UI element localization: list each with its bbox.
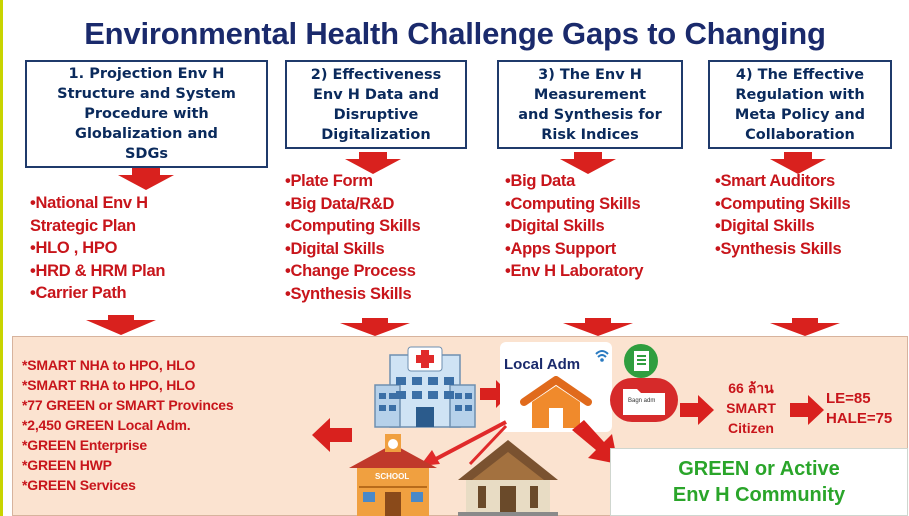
house-icon xyxy=(520,376,592,428)
list-item: *GREEN Enterprise xyxy=(22,437,147,453)
school-label: SCHOOL xyxy=(375,472,410,481)
left-arrow-icon xyxy=(312,418,352,456)
outcome-line: HALE=75 xyxy=(826,410,893,427)
heading-line: and Synthesis for xyxy=(518,106,662,123)
green-line: GREEN or Active xyxy=(678,458,840,480)
list-item: *GREEN HWP xyxy=(22,457,112,473)
green-community-box: GREEN or Active Env H Community xyxy=(610,448,908,516)
heading-line: Regulation with xyxy=(735,86,865,103)
left-accent-bar xyxy=(0,0,3,516)
column-1-heading: 1. Projection Env H Structure and System… xyxy=(25,60,268,168)
down-arrow-icon xyxy=(86,315,156,335)
list-item: •Computing Skills xyxy=(285,217,421,236)
green-line: Env H Community xyxy=(672,484,846,506)
heading-line: Globalization and xyxy=(75,126,218,142)
list-item: •Smart Auditors xyxy=(715,172,835,190)
diagram-title: Environmental Health Challenge Gaps to C… xyxy=(84,16,826,51)
down-arrow-icon xyxy=(770,152,826,174)
down-right-arrow-icon xyxy=(572,420,622,470)
heading-line: Env H Data and xyxy=(313,86,439,103)
column-4-heading: 4) The Effective Regulation with Meta Po… xyxy=(708,60,892,149)
citizen-label: 66 ล้าน SMART Citizen xyxy=(716,378,786,438)
list-item: •HLO , HPO xyxy=(30,239,118,258)
temple-icon xyxy=(448,436,568,516)
citizen-line: SMART xyxy=(726,400,776,416)
document-icon xyxy=(624,344,658,378)
list-item: *GREEN Services xyxy=(22,477,136,493)
list-item: •Plate Form xyxy=(285,172,373,190)
school-icon: SCHOOL xyxy=(345,432,441,516)
list-item: •Apps Support xyxy=(505,239,616,258)
heading-line: SDGs xyxy=(124,146,168,162)
down-arrow-icon xyxy=(340,318,410,336)
outcome-label: LE=85 HALE=75 xyxy=(826,389,892,429)
list-item: •Synthesis Skills xyxy=(715,239,842,258)
down-arrow-icon xyxy=(118,168,174,190)
citizen-line: 66 ล้าน xyxy=(728,380,774,396)
citizen-line: Citizen xyxy=(728,420,774,436)
down-arrow-icon xyxy=(770,318,840,336)
local-adm-card: Local Adm xyxy=(500,342,612,432)
column-4-items: •Smart Auditors •Computing Skills •Digit… xyxy=(715,170,851,260)
list-item: Strategic Plan xyxy=(30,216,136,235)
heading-line: Disruptive xyxy=(333,106,419,123)
heading-line: Digitalization xyxy=(321,126,431,143)
folder-icon: Bagn adm xyxy=(610,378,678,422)
list-item: •Digital Skills xyxy=(285,239,385,258)
column-3-items: •Big Data •Computing Skills •Digital Ski… xyxy=(505,170,644,283)
heading-line: 1. Projection Env H xyxy=(68,66,225,82)
local-adm-label: Local Adm xyxy=(504,356,581,373)
list-item: •Digital Skills xyxy=(505,217,605,236)
column-2-heading: 2) Effectiveness Env H Data and Disrupti… xyxy=(285,60,467,149)
list-item: •Change Process xyxy=(285,262,416,281)
column-3-heading: 3) The Env H Measurement and Synthesis f… xyxy=(497,60,683,149)
hospital-icon xyxy=(370,345,480,434)
heading-line: 4) The Effective xyxy=(735,66,865,83)
heading-line: Risk Indices xyxy=(541,126,639,143)
heading-line: 2) Effectiveness xyxy=(310,66,442,83)
down-arrow-icon xyxy=(560,152,616,174)
right-arrow-icon xyxy=(790,395,824,429)
heading-line: Structure and System xyxy=(57,86,236,102)
folder-label: Bagn adm xyxy=(628,398,656,404)
list-item: *2,450 GREEN Local Adm. xyxy=(22,417,191,433)
right-arrow-icon xyxy=(680,395,714,429)
list-item: •Digital Skills xyxy=(715,217,815,236)
smart-targets-list: *SMART NHA to HPO, HLO *SMART RHA to HPO… xyxy=(22,355,234,495)
list-item: •Env H Laboratory xyxy=(505,262,644,281)
outcome-line: LE=85 xyxy=(826,390,871,407)
down-arrow-icon xyxy=(345,152,401,174)
heading-line: Procedure with xyxy=(84,106,209,122)
list-item: *77 GREEN or SMART Provinces xyxy=(22,397,234,413)
list-item: •Computing Skills xyxy=(505,194,641,213)
list-item: •HRD & HRM Plan xyxy=(30,261,166,280)
list-item: •Carrier Path xyxy=(30,284,127,303)
list-item: •Synthesis Skills xyxy=(285,284,412,303)
list-item: •National Env H xyxy=(30,194,148,212)
column-1-items: •National Env H Strategic Plan •HLO , HP… xyxy=(30,192,165,305)
list-item: *SMART NHA to HPO, HLO xyxy=(22,357,196,373)
list-item: •Big Data/R&D xyxy=(285,194,395,213)
list-item: *SMART RHA to HPO, HLO xyxy=(22,377,196,393)
down-arrow-icon xyxy=(563,318,633,336)
heading-line: Measurement xyxy=(533,86,647,103)
wifi-icon xyxy=(595,350,609,362)
list-item: •Big Data xyxy=(505,172,576,190)
list-item: •Computing Skills xyxy=(715,194,851,213)
heading-line: Collaboration xyxy=(745,126,855,143)
heading-line: Meta Policy and xyxy=(734,106,866,123)
heading-line: 3) The Env H xyxy=(538,66,642,83)
column-2-items: •Plate Form •Big Data/R&D •Computing Ski… xyxy=(285,170,421,306)
